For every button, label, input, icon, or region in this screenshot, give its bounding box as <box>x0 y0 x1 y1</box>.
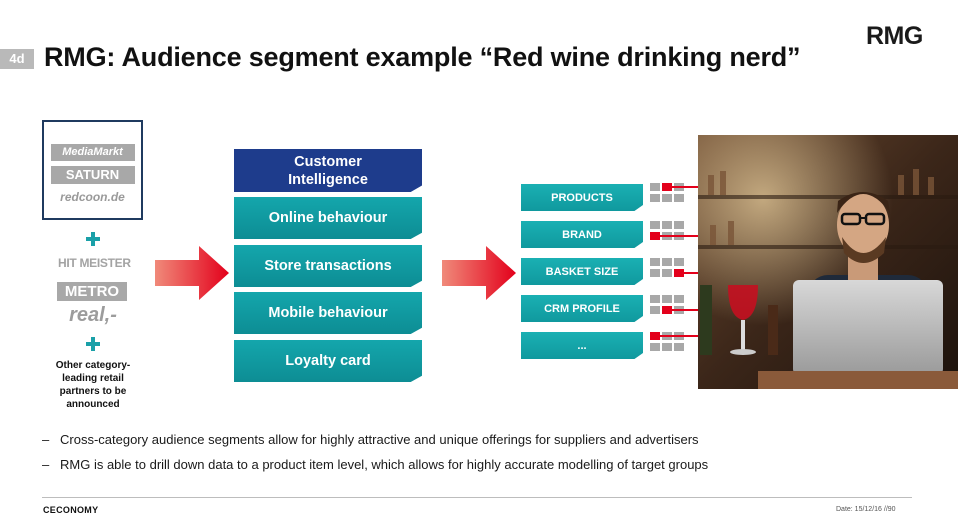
attribute-brand: BRAND <box>521 221 643 248</box>
attribute-basket-size: BASKET SIZE <box>521 258 643 285</box>
persona-photo <box>698 135 958 389</box>
data-grid-icon <box>650 221 686 241</box>
segment-online-behaviour: Online behaviour <box>234 197 422 239</box>
slide-title: RMG: Audience segment example “Red wine … <box>44 42 801 72</box>
connector-line <box>668 309 698 311</box>
data-grid-icon <box>650 295 686 315</box>
plus-icon <box>85 336 101 352</box>
bullet-2: –RMG is able to drill down data to a pro… <box>42 457 709 472</box>
footer-divider <box>42 497 912 498</box>
footer-date: Date: 15/12/16 //90 <box>836 506 896 513</box>
plus-icon <box>85 231 101 247</box>
bullet-1: –Cross-category audience segments allow … <box>42 432 699 447</box>
attribute-products: PRODUCTS <box>521 184 643 211</box>
real-logo: real,- <box>69 304 117 326</box>
redcoon-logo: redcoon.de <box>60 190 125 204</box>
primary-retailers-box: MediaMarkt SATURN redcoon.de <box>42 120 143 220</box>
company-logo: CECONOMY <box>43 505 99 515</box>
data-grid-icon <box>650 258 686 278</box>
connector-line <box>680 272 698 274</box>
connector-line <box>655 335 698 337</box>
saturn-logo: SATURN <box>50 166 135 184</box>
partners-note: Other category-leading retail partners t… <box>55 360 131 410</box>
segment-customer-intelligence: Customer Intelligence <box>234 149 422 192</box>
metro-logo: METRO <box>57 282 127 301</box>
attribute-crm-profile: CRM PROFILE <box>521 295 643 322</box>
arrow-right-icon <box>155 246 229 300</box>
rmg-logo: RMG <box>866 22 923 50</box>
connector-line <box>655 235 698 237</box>
hitmeister-logo: HIT MEISTER <box>58 256 131 270</box>
arrow-right-icon <box>442 246 516 300</box>
attribute-more: ... <box>521 332 643 359</box>
segment-mobile-behaviour: Mobile behaviour <box>234 292 422 334</box>
section-badge: 4d <box>0 49 34 69</box>
mediamarkt-logo: MediaMarkt <box>50 144 135 161</box>
segment-loyalty-card: Loyalty card <box>234 340 422 382</box>
connector-line <box>665 186 698 188</box>
segment-store-transactions: Store transactions <box>234 245 422 287</box>
